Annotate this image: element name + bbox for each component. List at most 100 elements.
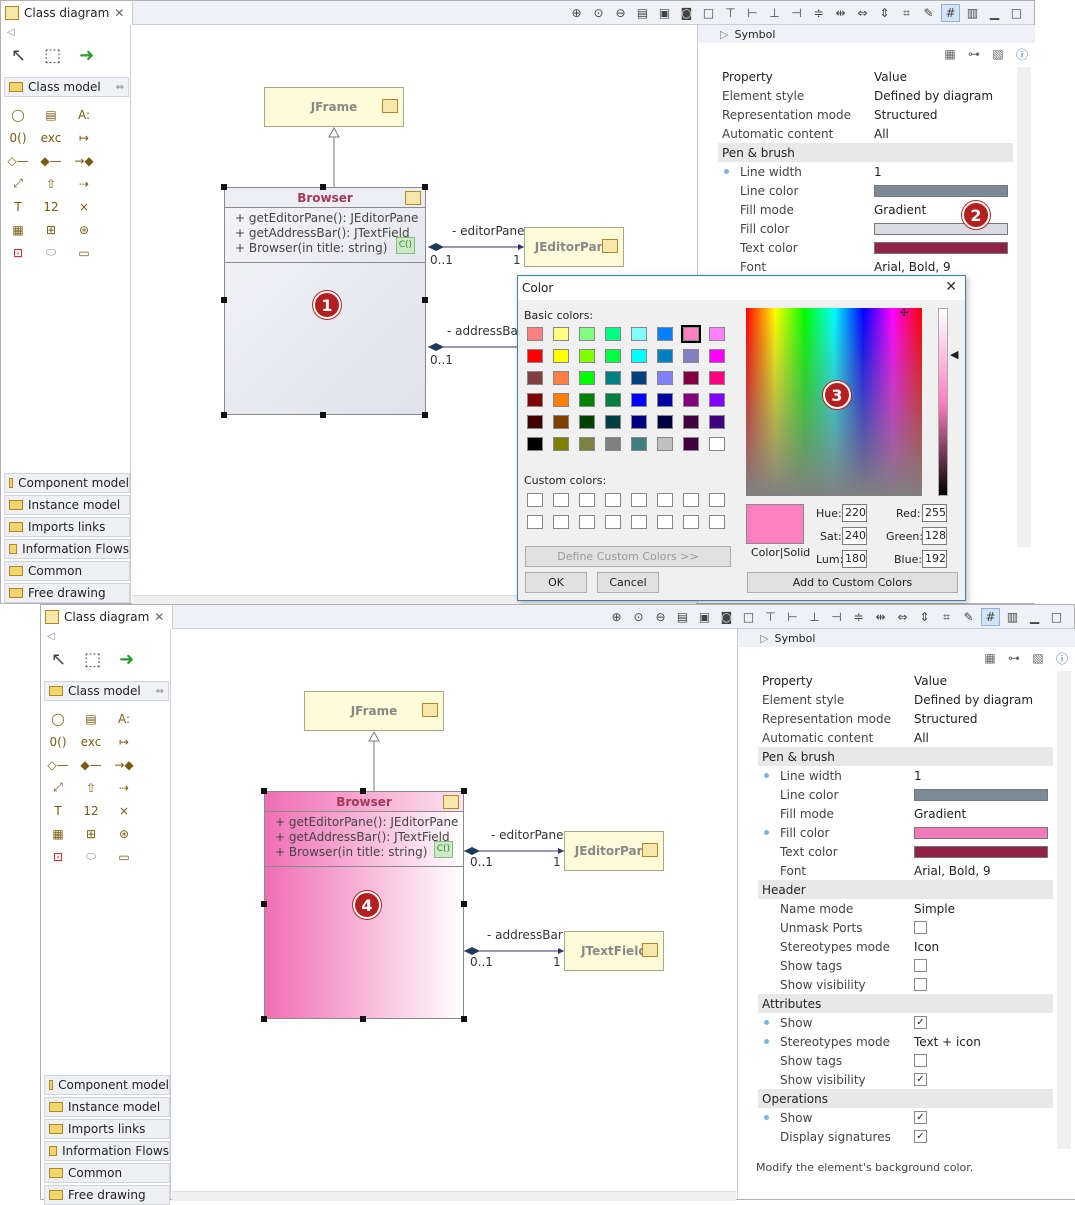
luminosity-bar[interactable] (938, 308, 948, 496)
property-row-line-color[interactable]: Line color (758, 785, 1053, 804)
resize-handle[interactable] (360, 1016, 366, 1022)
composition-icon[interactable]: ◆— (40, 153, 62, 168)
property-row-show[interactable]: Show✓ (758, 1013, 1053, 1032)
color-swatch[interactable] (874, 241, 1008, 254)
operation-icon[interactable]: 0() (9, 130, 27, 145)
basic-color-swatch[interactable] (709, 437, 725, 451)
basic-color-swatch[interactable] (709, 393, 725, 407)
property-value[interactable]: All (914, 730, 929, 745)
color-swatch[interactable] (914, 826, 1048, 839)
basic-color-swatch[interactable] (683, 415, 699, 429)
basic-color-swatch[interactable] (683, 371, 699, 385)
minimize-icon[interactable]: ▁ (1029, 610, 1040, 624)
navigate-icon[interactable]: ➜ (119, 649, 135, 670)
property-value[interactable]: Icon (914, 939, 940, 954)
class-icon[interactable]: ▤ (45, 107, 57, 122)
aggregation-icon[interactable]: ◇— (47, 757, 69, 772)
property-row-show-tags[interactable]: Show tags (758, 1051, 1053, 1070)
property-value[interactable] (908, 788, 1053, 801)
resize-handle[interactable] (461, 901, 467, 907)
property-row-show-tags[interactable]: Show tags (758, 956, 1053, 975)
resize-handle[interactable] (422, 412, 428, 418)
close-icon[interactable]: ✕ (114, 6, 125, 20)
sat-input[interactable]: 240 (842, 527, 867, 545)
basic-color-swatch[interactable] (553, 415, 569, 429)
instance-icon[interactable]: ⊡ (12, 245, 24, 260)
package-icon[interactable]: ▦ (52, 826, 64, 841)
basic-color-swatch[interactable] (579, 349, 595, 363)
instance-icon[interactable]: ⊡ (52, 849, 64, 864)
signal-icon[interactable]: ⊛ (78, 222, 90, 237)
property-value[interactable]: Arial, Bold, 9 (874, 259, 951, 274)
checkbox[interactable]: ✓ (914, 1073, 927, 1086)
property-value[interactable]: ✓ (908, 1073, 1053, 1086)
basic-color-swatch[interactable] (605, 393, 621, 407)
green-input[interactable]: 128 (922, 527, 947, 545)
property-value[interactable] (868, 184, 1013, 197)
color-swatch[interactable] (914, 788, 1048, 801)
property-row-show[interactable]: Show✓ (758, 1108, 1053, 1127)
generalization-icon[interactable]: ⇧ (45, 176, 57, 191)
zoom-fit-icon[interactable]: ⊙ (633, 610, 644, 624)
template-icon[interactable]: T (14, 199, 22, 214)
collapse-arrow-icon[interactable]: ◁ (47, 631, 55, 642)
basic-color-swatch[interactable] (527, 349, 543, 363)
collapse-arrow-icon[interactable]: ◁ (7, 27, 15, 38)
property-row-fill-color[interactable]: Fill color (758, 823, 1053, 842)
attribute-icon[interactable]: A: (77, 107, 91, 122)
style-brush-icon[interactable]: ✎ (963, 610, 974, 624)
vertical-scrollbar[interactable] (1057, 671, 1071, 1149)
align-bottom-icon[interactable]: ⊥ (809, 610, 820, 624)
resize-handle[interactable] (261, 788, 267, 794)
close-icon[interactable]: ✕ (945, 279, 957, 295)
custom-color-swatch[interactable] (527, 515, 543, 529)
distribute-vertical-icon[interactable]: ≑ (813, 6, 824, 20)
property-value[interactable] (908, 845, 1053, 858)
palette-cat-information-flows[interactable]: Information Flows (44, 1141, 170, 1161)
property-value[interactable]: ✓ (908, 1130, 1053, 1143)
align-left-icon[interactable]: ⊢ (747, 6, 758, 20)
navigable-icon[interactable]: →◆ (74, 153, 94, 168)
palette-cat-imports-links[interactable]: Imports links (44, 1119, 170, 1139)
property-value[interactable]: Text + icon (914, 1034, 981, 1049)
basic-color-swatch[interactable] (657, 349, 673, 363)
property-value[interactable]: Gradient (914, 806, 967, 821)
enumeration-icon[interactable]: 12 (83, 803, 99, 818)
package-icon[interactable]: ▦ (12, 222, 24, 237)
basic-color-swatch[interactable] (657, 371, 673, 385)
class-icon[interactable]: ▤ (85, 711, 97, 726)
basic-color-swatch[interactable] (553, 437, 569, 451)
palette-cat-instance-model[interactable]: Instance model (4, 495, 130, 515)
basic-color-swatch[interactable] (631, 437, 647, 451)
jtextfield-class[interactable]: JTextField (564, 931, 664, 971)
camera-icon[interactable]: ◙ (720, 610, 733, 624)
pin-icon[interactable]: ⇔ (115, 81, 124, 93)
save-icon[interactable]: ▣ (698, 610, 711, 624)
property-value[interactable] (908, 826, 1053, 839)
resize-handle[interactable] (261, 901, 267, 907)
property-value[interactable] (908, 959, 1053, 972)
property-value[interactable]: Defined by diagram (874, 88, 994, 103)
property-value[interactable]: ✓ (908, 1111, 1053, 1124)
signal-icon[interactable]: ⊛ (118, 826, 130, 841)
property-value[interactable]: All (874, 126, 889, 141)
spectrum-crosshair-icon[interactable]: ✣ (900, 308, 909, 319)
interface-icon[interactable]: ◯ (51, 711, 65, 726)
same-size-icon[interactable]: ⌗ (943, 609, 950, 624)
palette-cat-instance-model[interactable]: Instance model (44, 1097, 170, 1117)
layers-icon[interactable]: ▥ (966, 6, 979, 20)
custom-color-swatch[interactable] (553, 493, 569, 507)
jframe-class[interactable]: JFrame (304, 691, 444, 731)
property-row-operations[interactable]: Operations (758, 1089, 1053, 1108)
palette-cat-component-model[interactable]: Component model (44, 1075, 170, 1095)
checkbox[interactable]: ✓ (914, 1016, 927, 1029)
jeditorpane-class[interactable]: JEditorPane (524, 227, 624, 267)
zoom-out-icon[interactable]: ⊖ (615, 6, 626, 20)
palette-section-header[interactable]: Class model ⇔ (44, 681, 169, 701)
basic-color-swatch[interactable] (527, 415, 543, 429)
property-row-show-visibility[interactable]: Show visibility (758, 975, 1053, 994)
basic-color-swatch[interactable] (683, 393, 699, 407)
